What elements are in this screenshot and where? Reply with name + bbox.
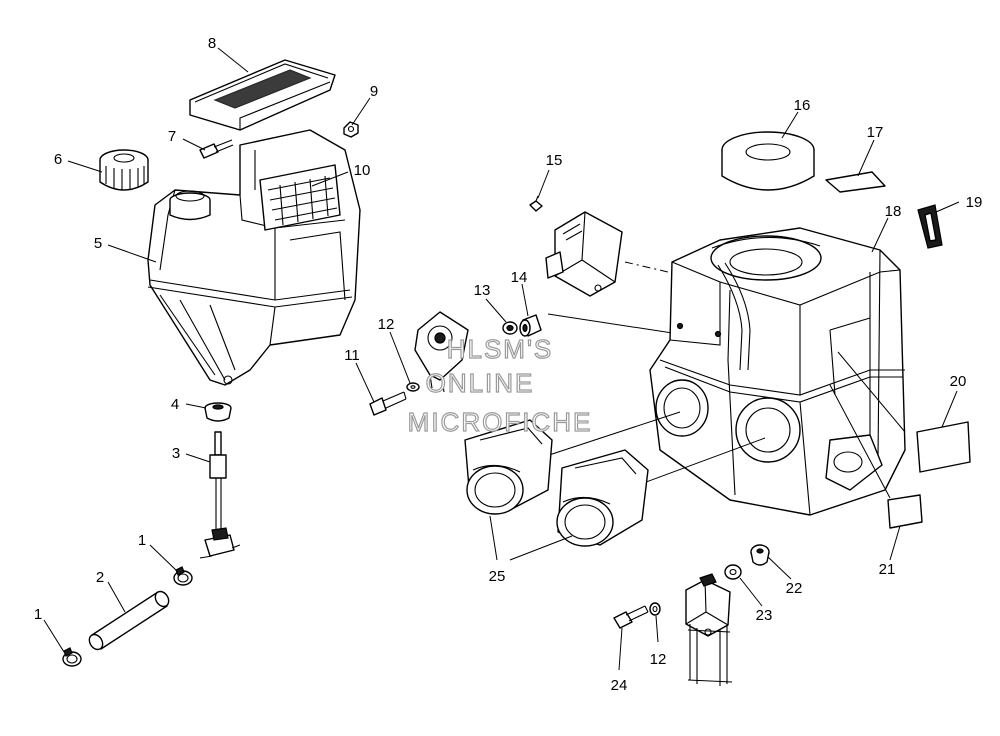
- part-5-oil-tank: [147, 129, 361, 386]
- part-6-cap: [99, 149, 149, 191]
- callout-2: 2: [96, 569, 104, 586]
- part-8-tank-cover: [189, 59, 336, 131]
- callout-1-upper: 1: [138, 532, 146, 549]
- part-7-screw: [199, 139, 234, 159]
- callout-7: 7: [168, 128, 176, 145]
- part-24-bolt: [613, 605, 649, 629]
- callout-11: 11: [344, 347, 360, 364]
- part-21-label: [887, 494, 923, 529]
- part-25-boot-right: [556, 449, 649, 547]
- callout-8: 8: [208, 35, 216, 52]
- part-25-boot-left: [464, 419, 553, 515]
- oil-pump-bracket: [414, 311, 469, 393]
- callout-22: 22: [786, 580, 803, 597]
- callout-12-left: 12: [378, 316, 395, 333]
- part-23-washer: [724, 564, 742, 580]
- callout-4: 4: [171, 396, 179, 413]
- callout-15: 15: [546, 152, 563, 169]
- callout-17: 17: [867, 124, 884, 141]
- callout-1-lower: 1: [34, 606, 42, 623]
- part-9-nut: [343, 121, 359, 138]
- part-15-screw: [529, 195, 543, 212]
- callout-25: 25: [489, 568, 506, 585]
- part-18-airbox: [649, 227, 906, 516]
- part-17-label: [825, 171, 886, 193]
- part-22-grommet: [750, 544, 770, 566]
- callout-23: 23: [756, 607, 773, 624]
- assembly-line-module: [624, 261, 669, 273]
- callout-21: 21: [879, 561, 896, 578]
- watermark-line-2: ONLINE: [426, 368, 535, 398]
- callout-12-right: 12: [650, 651, 667, 668]
- part-1-clamp-upper: [173, 566, 193, 586]
- callout-18: 18: [885, 203, 902, 220]
- part-20-label: [916, 421, 971, 473]
- callout-24: 24: [611, 677, 628, 694]
- watermark-line-1: HLSM'S: [447, 334, 554, 364]
- callout-3: 3: [172, 445, 180, 462]
- part-14-bushing: [519, 314, 542, 337]
- leader-lines: [43, 47, 960, 671]
- part-11-bolt: [369, 391, 407, 416]
- part-1-clamp-lower: [62, 647, 82, 667]
- leader-port-1: [539, 411, 681, 459]
- mounting-bracket: [685, 573, 733, 686]
- part-12-washer-left: [406, 382, 420, 392]
- watermark: HLSM'S ONLINE MICROFICHE: [407, 333, 593, 437]
- control-module: [545, 211, 623, 297]
- part-12-washer-right: [649, 602, 661, 616]
- callout-13: 13: [474, 282, 491, 299]
- part-16-foam-ring: [721, 131, 815, 191]
- leader-lines-airbox: [829, 351, 906, 499]
- callout-6: 6: [54, 151, 62, 168]
- callout-16: 16: [794, 97, 811, 114]
- leader-port-2: [629, 437, 766, 489]
- part-4-grommet: [204, 402, 232, 422]
- callout-10: 10: [354, 162, 371, 179]
- callout-14: 14: [511, 269, 528, 286]
- callout-9: 9: [370, 83, 378, 100]
- callout-20: 20: [950, 373, 967, 390]
- part-3-sensor: [199, 431, 241, 559]
- part-13-washer: [502, 321, 518, 335]
- callout-19: 19: [966, 194, 983, 211]
- callout-labels: 8 7 9 6 10 5 4 3 1 2 1 11 12 13 14 15 16…: [34, 35, 983, 694]
- callout-5: 5: [94, 235, 102, 252]
- part-19-clip: [917, 204, 943, 249]
- watermark-line-3: MICROFICHE: [408, 407, 593, 437]
- part-2-hose: [88, 590, 170, 651]
